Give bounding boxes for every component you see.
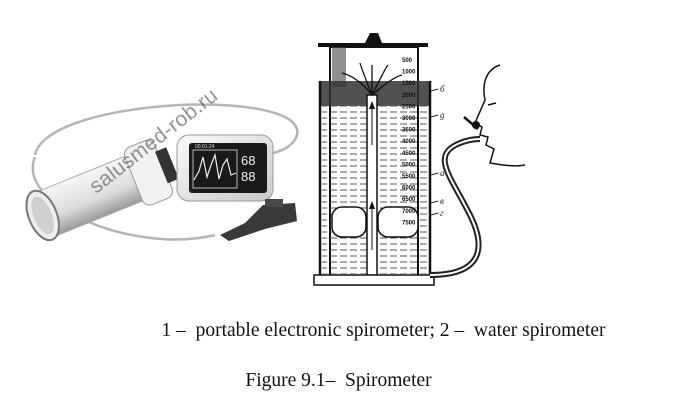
face-profile <box>474 64 526 167</box>
scale-label: 1000 <box>402 70 416 76</box>
scale-label: 3500 <box>402 128 416 134</box>
part-label: г <box>440 208 444 218</box>
lid-handle <box>365 33 382 43</box>
device-screen <box>189 143 267 193</box>
display-unit: 00:01:24 68 88 <box>176 134 274 202</box>
scale-label: 500 <box>402 58 413 64</box>
part-label: g <box>440 110 445 120</box>
part-label: б <box>440 84 445 94</box>
flow-curve <box>193 152 237 181</box>
part-labels: б g a вг <box>430 84 445 218</box>
screen-time: 00:01:24 <box>195 144 215 150</box>
scale-label: 6000 <box>402 186 416 192</box>
portable-spirometer-image: 00:01:24 68 88 <box>15 95 305 255</box>
base <box>313 274 435 286</box>
scale-label: 2000 <box>402 93 416 99</box>
scale-label: 1500 <box>402 81 416 87</box>
scale-label: 6500 <box>402 197 416 203</box>
scale-label: 5000 <box>402 162 416 168</box>
scale-label: 2500 <box>402 104 416 110</box>
part-label: a <box>440 168 445 178</box>
breathing-hose <box>429 136 482 278</box>
screen-value-2: 88 <box>241 169 255 184</box>
scale-label: 7000 <box>402 209 416 215</box>
scale-label: 7500 <box>402 220 416 226</box>
air-flow-arrows <box>341 62 403 96</box>
float-right <box>377 206 419 238</box>
mouthpiece-tube <box>25 139 179 242</box>
figure-illustration: 00:01:24 68 88 <box>15 25 530 290</box>
screen-value-1: 68 <box>241 153 255 168</box>
scale-label: 4000 <box>402 139 416 145</box>
sensor-clip <box>220 199 297 241</box>
figure-legend: 1 – portable electronic spirometer; 2 – … <box>161 320 606 341</box>
scale-label: 3000 <box>402 116 416 122</box>
scale-label: 4500 <box>402 151 416 157</box>
water-spirometer-drawing: 500 1000 1500 2000 2500 3000 3500 4000 4500 5000 5… <box>313 33 526 286</box>
part-label: в <box>440 196 444 206</box>
float-left <box>331 206 367 238</box>
portable-spirometer-drawing: 00:01:24 68 88 <box>25 103 299 242</box>
scale-label: 5500 <box>402 174 416 180</box>
volume-scale: 500 1000 1500 2000 2500 3000 3500 4000 4500 5000 5… <box>402 58 416 226</box>
figure-title: Figure 9.1– Spirometer <box>245 370 432 391</box>
water-spirometer-image: 500 1000 1500 2000 2500 3000 3500 4000 4500 5000 5… <box>310 25 530 290</box>
